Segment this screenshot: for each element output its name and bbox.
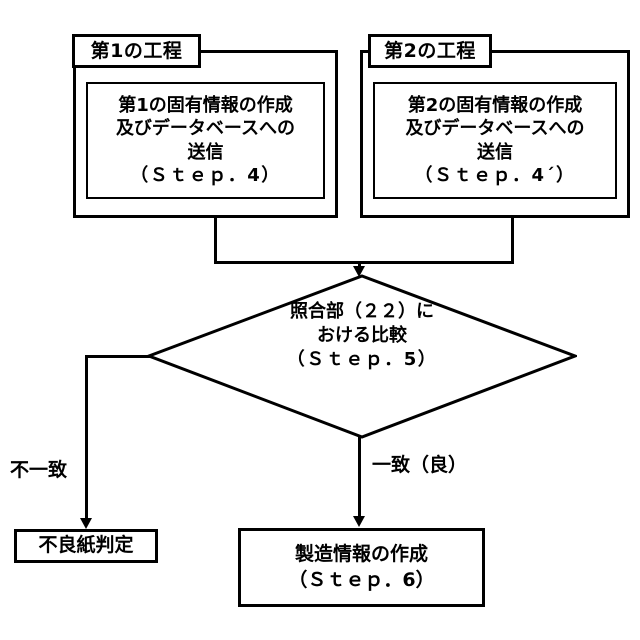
connector-match-vertical (358, 436, 361, 521)
decision-diamond (147, 274, 577, 439)
connector-no-match-horizontal (85, 355, 153, 358)
process-1-line-2: 及びデータベースへの (115, 118, 296, 140)
process-1-line-3: 送信 (187, 141, 224, 163)
accept-box-line-2: （Ｓｔｅｐ．6） (288, 568, 435, 591)
branch-label-match: 一致（良） (372, 454, 468, 476)
process-1-tab-text: 第1の工程 (90, 39, 183, 62)
connector-no-match-vertical (85, 355, 88, 523)
branch-label-no-match: 不一致 (10, 459, 68, 481)
accept-box: 製造情報の作成 （Ｓｔｅｐ．6） (238, 528, 485, 607)
connector-merge-bar (214, 261, 514, 264)
process-2-tab-label: 第2の工程 (368, 34, 492, 68)
process-2-line-3: 送信 (477, 141, 513, 163)
arrow-into-reject-box (80, 518, 92, 529)
process-2-tab-text: 第2の工程 (384, 39, 476, 62)
process-1-line-1: 第1の固有情報の作成 (118, 94, 293, 116)
process-2-line-4: （Ｓｔｅｐ．4´） (414, 164, 576, 186)
reject-box: 不良紙判定 (14, 529, 158, 563)
process-1-inner-box (86, 82, 325, 199)
process-1-text: 第1の固有情報の作成 及びデータベースへの 送信 （Ｓｔｅｐ．4） (86, 82, 325, 199)
decision-line-3: （Ｓｔｅｐ．5） (286, 348, 438, 370)
process-2-line-2: 及びデータベースへの (405, 118, 585, 140)
decision-text: 照合部（２２）に おける比較 （Ｓｔｅｐ．5） (147, 300, 577, 371)
connector-process-2-down (511, 216, 514, 264)
reject-box-text: 不良紙判定 (38, 534, 134, 557)
process-1-line-4: （Ｓｔｅｐ．4） (130, 164, 281, 186)
process-2-text: 第2の固有情報の作成 及びデータベースへの 送信 （Ｓｔｅｐ．4´） (373, 82, 617, 199)
decision-line-2: おける比較 (317, 324, 407, 346)
process-2-line-1: 第2の固有情報の作成 (407, 94, 583, 116)
accept-box-line-1: 製造情報の作成 (294, 543, 428, 566)
process-2-inner-box (373, 82, 617, 199)
decision-line-1: 照合部（２２）に (290, 301, 434, 322)
arrow-into-accept-box (353, 516, 365, 527)
connector-process-1-down (214, 216, 217, 264)
process-1-tab-label: 第1の工程 (72, 34, 201, 68)
arrow-into-decision (353, 266, 365, 277)
